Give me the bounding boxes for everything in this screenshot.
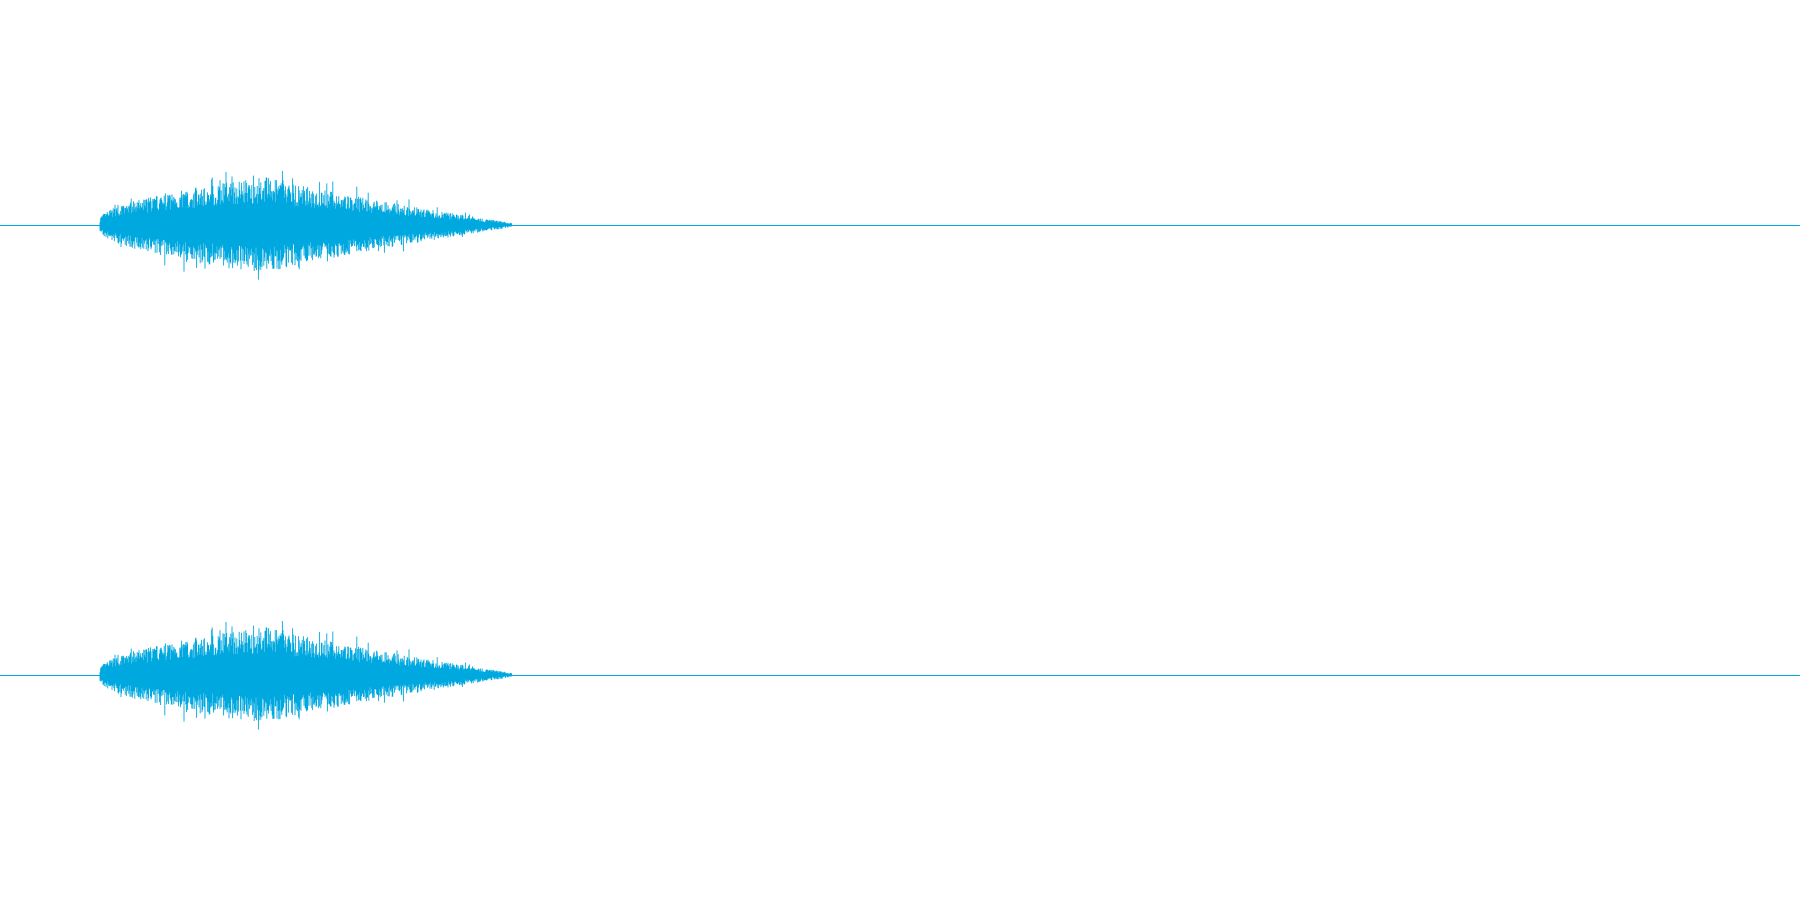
channel-2-signal-core <box>100 652 512 698</box>
channel-2-signal <box>99 621 513 730</box>
channel-1-signal <box>99 171 513 280</box>
channel-1-waveform <box>0 171 1800 280</box>
channel-2-waveform <box>0 450 1800 900</box>
channel-1-waveform-svg <box>0 171 1800 280</box>
channel-2-waveform-svg <box>0 621 1800 730</box>
channel-1-signal-core <box>100 202 512 248</box>
